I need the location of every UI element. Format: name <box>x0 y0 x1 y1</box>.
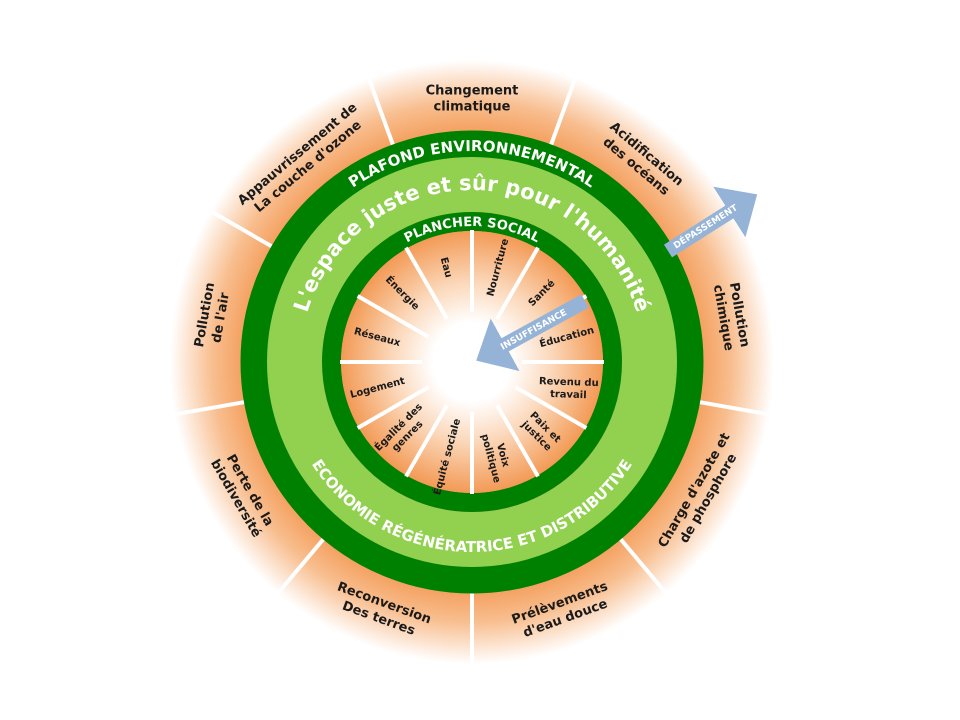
safe-space-ring <box>267 157 677 567</box>
inner-dividers <box>340 230 604 494</box>
outer-divider <box>548 74 579 147</box>
ceiling-indicator-label-line: climatique <box>434 100 511 115</box>
outer-divider <box>618 536 670 597</box>
outer-divider <box>365 74 396 147</box>
inner-divider <box>495 246 540 320</box>
inner-divider <box>404 404 449 478</box>
ceiling-indicator-label-line: Changement <box>426 83 519 98</box>
environmental-ceiling-ring <box>240 130 704 594</box>
foundation-indicator-label-line: travail <box>550 389 587 401</box>
inner-divider <box>356 294 430 339</box>
ceiling-indicator-label: Changement climatique <box>426 83 519 114</box>
foundation-indicator-label-line: Eau <box>438 256 454 279</box>
outer-divider <box>274 536 326 597</box>
overshoot-arrow-icon <box>663 186 758 258</box>
shortfall-arrow-icon <box>476 294 589 372</box>
foundation-indicator-label: Revenu dutravail <box>538 376 599 402</box>
outer-divider <box>171 399 246 417</box>
outer-divider <box>698 399 773 417</box>
inner-divider <box>356 385 430 430</box>
social-foundation-zone <box>341 231 603 493</box>
inner-divider <box>514 385 588 430</box>
foundation-indicator-label: Eau <box>438 256 454 279</box>
social-floor-ring <box>322 212 622 512</box>
inner-divider <box>404 246 449 320</box>
foundation-indicator-label-line: Revenu du <box>539 376 599 389</box>
outer-divider <box>206 207 274 249</box>
inner-divider <box>495 404 540 478</box>
